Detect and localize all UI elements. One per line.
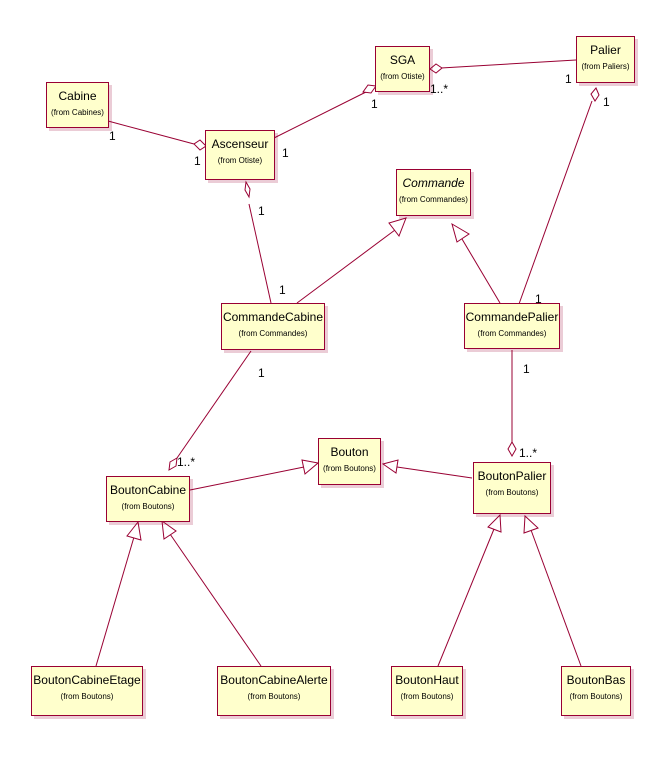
class-package: (from Boutons) xyxy=(400,692,454,701)
class-boutonhaut[interactable]: BoutonHaut (from Boutons) xyxy=(391,666,463,716)
class-boutonbas[interactable]: BoutonBas (from Boutons) xyxy=(561,666,631,716)
class-package: (from Commandes) xyxy=(477,329,547,338)
multiplicity-label: 1 xyxy=(523,362,530,376)
class-name: BoutonPalier xyxy=(477,469,547,483)
class-name: BoutonHaut xyxy=(395,673,459,687)
class-package: (from Commandes) xyxy=(399,195,468,204)
aggregation-diamond-boutoncabine xyxy=(168,457,178,471)
assoc-sga-palier xyxy=(440,59,577,69)
generalization-arrow-commande-left xyxy=(388,217,407,238)
class-commande[interactable]: Commande (from Commandes) xyxy=(396,169,471,216)
multiplicity-label: 1 xyxy=(279,283,286,297)
generalization-boutonbas-boutonpalier xyxy=(530,529,582,667)
generalization-arrow-boutonpalier-right xyxy=(523,514,539,534)
class-name: CommandeCabine xyxy=(222,310,324,324)
class-package: (from Boutons) xyxy=(323,464,376,473)
multiplicity-label: 1..* xyxy=(177,455,196,469)
aggregation-diamond-boutonpalier xyxy=(507,440,517,458)
class-package: (from Boutons) xyxy=(121,502,175,511)
assoc-cabine-ascenseur xyxy=(107,120,195,145)
generalization-arrow-commande-right xyxy=(451,222,470,243)
generalization-commandepalier-commande xyxy=(461,238,501,304)
class-sga[interactable]: SGA (from Otiste) xyxy=(375,46,430,92)
aggregation-diamond-ascenseur-cabine xyxy=(193,139,207,151)
class-name: Bouton xyxy=(330,445,369,459)
class-boutoncabinealerte[interactable]: BoutonCabineAlerte (from Boutons) xyxy=(217,666,331,716)
assoc-ascenseur-commandecabine xyxy=(248,203,272,304)
class-package: (from Boutons) xyxy=(569,692,623,701)
class-boutoncabineetage[interactable]: BoutonCabineEtage (from Boutons) xyxy=(31,666,143,716)
multiplicity-label: 1..* xyxy=(430,82,449,96)
aggregation-diamond-ascenseur-commandecabine xyxy=(244,180,251,199)
class-name: CommandePalier xyxy=(465,310,559,324)
assoc-palier-commandepalier xyxy=(518,100,593,305)
class-package: (from Otiste) xyxy=(217,156,263,165)
generalization-commandecabine-commande xyxy=(296,229,396,304)
multiplicity-label: 1 xyxy=(258,366,265,380)
assoc-ascenseur-sga xyxy=(273,90,369,139)
generalization-arrow-bouton-left xyxy=(301,459,320,475)
class-package: (from Otiste) xyxy=(380,72,425,81)
class-commandecabine[interactable]: CommandeCabine (from Commandes) xyxy=(221,303,325,350)
class-cabine[interactable]: Cabine (from Cabines) xyxy=(46,82,109,128)
multiplicity-label: 1 xyxy=(565,72,572,86)
class-name: BoutonBas xyxy=(566,673,626,687)
class-name: SGA xyxy=(389,53,416,67)
class-name: BoutonCabineAlerte xyxy=(220,673,328,687)
class-boutoncabine[interactable]: BoutonCabine (from Boutons) xyxy=(106,476,190,522)
generalization-boutoncabineetage-boutoncabine xyxy=(95,536,135,667)
generalization-boutonpalier-bouton xyxy=(396,466,473,479)
class-package: (from Boutons) xyxy=(485,488,539,497)
aggregation-diamond-sga-palier xyxy=(429,63,443,74)
generalization-boutoncabine-bouton xyxy=(189,466,305,491)
class-boutonpalier[interactable]: BoutonPalier (from Boutons) xyxy=(473,462,551,514)
assoc-commandecabine-boutoncabine xyxy=(176,350,252,459)
generalization-boutoncabinealerte-boutoncabine xyxy=(169,533,262,667)
class-package: (from Paliers) xyxy=(581,62,630,71)
generalization-arrow-bouton-right xyxy=(381,459,399,474)
multiplicity-label: 1 xyxy=(109,129,116,143)
multiplicity-label: 1 xyxy=(535,292,542,306)
aggregation-diamond-sga-ascenseur xyxy=(362,84,377,94)
generalization-arrow-boutoncabine-right xyxy=(161,519,177,540)
class-bouton[interactable]: Bouton (from Boutons) xyxy=(318,438,381,485)
generalization-boutonhaut-boutonpalier xyxy=(437,528,495,667)
class-name: Cabine xyxy=(58,89,97,103)
class-package: (from Boutons) xyxy=(247,692,301,701)
class-palier[interactable]: Palier (from Paliers) xyxy=(576,36,635,83)
aggregation-diamond-palier-commandepalier xyxy=(590,87,600,102)
multiplicity-label: 1 xyxy=(371,97,378,111)
class-package: (from Commandes) xyxy=(238,329,308,338)
class-package: (from Boutons) xyxy=(60,692,114,701)
generalization-arrow-boutonpalier-left xyxy=(487,513,502,533)
class-name: BoutonCabine xyxy=(109,483,187,497)
class-ascenseur[interactable]: Ascenseur (from Otiste) xyxy=(205,130,275,180)
multiplicity-label: 1..* xyxy=(519,446,538,460)
generalization-arrow-boutoncabine-left xyxy=(126,520,142,541)
multiplicity-label: 1 xyxy=(603,95,610,109)
class-name: Commande xyxy=(402,176,465,190)
class-commandepalier[interactable]: CommandePalier (from Commandes) xyxy=(464,303,560,349)
multiplicity-label: 1 xyxy=(194,154,201,168)
multiplicity-label: 1 xyxy=(282,146,289,160)
class-package: (from Cabines) xyxy=(51,108,104,117)
class-name: BoutonCabineEtage xyxy=(33,673,141,687)
multiplicity-label: 1 xyxy=(258,204,265,218)
class-name: Ascenseur xyxy=(211,137,269,151)
class-name: Palier xyxy=(590,43,621,57)
